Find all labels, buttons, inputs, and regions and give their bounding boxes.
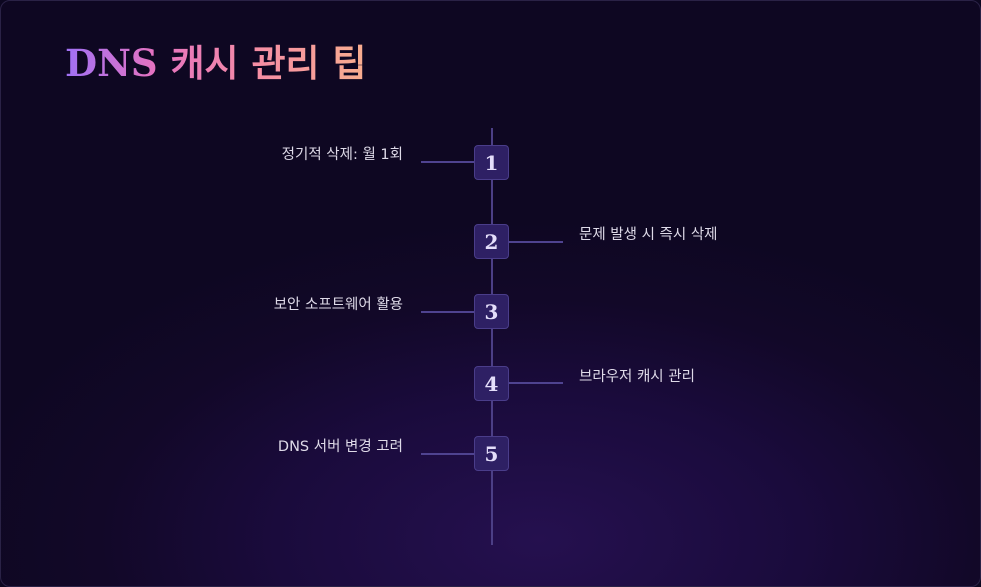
page-title: DNS 캐시 관리 팁 [65, 41, 367, 85]
connector-step-5 [421, 453, 475, 455]
step-1-badge: 1 [474, 145, 509, 180]
connector-step-1 [421, 161, 475, 163]
connector-step-4 [509, 382, 563, 384]
step-5-badge: 5 [474, 436, 509, 471]
step-1-label: 정기적 삭제: 월 1회 [281, 147, 403, 163]
step-3-label: 보안 소프트웨어 활용 [273, 297, 403, 313]
step-2-badge: 2 [474, 224, 509, 259]
connector-step-3 [421, 311, 475, 313]
step-5-label: DNS 서버 변경 고려 [277, 439, 403, 455]
step-4-badge: 4 [474, 366, 509, 401]
connector-step-2 [509, 241, 563, 243]
step-2-label: 문제 발생 시 즉시 삭제 [579, 227, 718, 243]
step-3-badge: 3 [474, 294, 509, 329]
timeline-line [491, 128, 493, 545]
step-4-label: 브라우저 캐시 관리 [579, 369, 695, 385]
